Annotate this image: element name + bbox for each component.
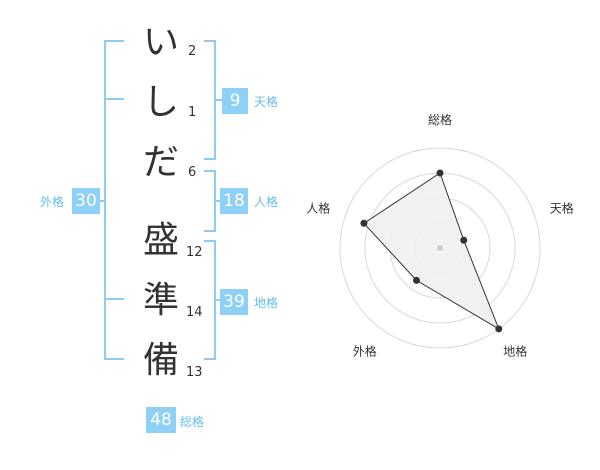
radar-axis-label: 総格 — [428, 112, 452, 127]
soukaku-label: 総格 — [180, 415, 205, 429]
bracket-tick — [98, 200, 106, 202]
gaikaku-label: 外格 — [40, 195, 65, 209]
stroke-count-5: 14 — [186, 305, 203, 320]
radar-center-point — [437, 245, 443, 251]
chikaku-label: 地格 — [254, 296, 279, 310]
jinkaku-value-badge: 18 — [220, 188, 248, 214]
name-char-3: だ — [143, 142, 180, 183]
soukaku-value-badge: 48 — [146, 407, 176, 433]
bracket-tick — [214, 299, 222, 301]
tenkaku-label: 天格 — [254, 95, 279, 109]
name-char-2: し — [143, 82, 180, 123]
bracket-tick — [214, 99, 222, 101]
gaikaku-bracket — [104, 40, 124, 360]
stroke-count-6: 13 — [186, 365, 203, 380]
radar-axis-label: 地格 — [503, 344, 527, 359]
stroke-count-2: 1 — [188, 105, 197, 120]
radar-axis-label: 天格 — [550, 200, 574, 215]
radar-data-point — [360, 219, 368, 227]
tenkaku-value-badge: 9 — [222, 88, 248, 114]
radar-axis-label: 外格 — [353, 344, 377, 359]
gaikaku-value-badge: 30 — [72, 188, 100, 214]
radar-data-point — [460, 236, 468, 244]
radar-data-point — [412, 276, 420, 284]
chikaku-value-badge: 39 — [220, 289, 248, 315]
jinkaku-label: 人格 — [254, 195, 279, 209]
radar-data-area — [363, 172, 500, 331]
stroke-count-1: 2 — [188, 44, 197, 59]
radar-axis-label: 人格 — [306, 200, 330, 215]
radar-data-point — [495, 325, 503, 333]
name-char-1: い — [143, 22, 180, 63]
bracket-tick — [214, 200, 222, 202]
stroke-count-4: 12 — [186, 245, 203, 260]
stroke-count-3: 6 — [188, 165, 197, 180]
name-char-5: 準 — [143, 280, 180, 321]
name-char-4: 盛 — [143, 220, 180, 261]
radar-grid-ring — [339, 147, 541, 349]
radar-data-point — [436, 169, 444, 177]
bracket-tick — [104, 98, 124, 100]
name-char-6: 備 — [143, 340, 180, 381]
bracket-tick — [104, 298, 124, 300]
